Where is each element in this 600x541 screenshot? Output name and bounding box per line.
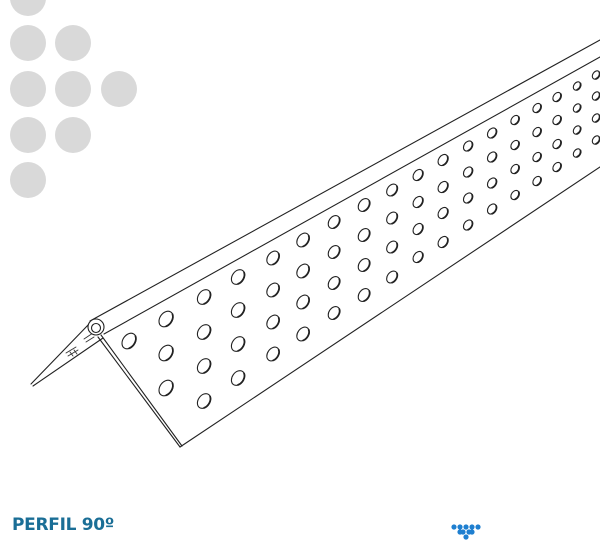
decorative-dot xyxy=(10,162,46,198)
perforation-hole xyxy=(591,70,600,80)
profile-ridge-top-line xyxy=(89,39,600,322)
profile-left-wing-upper-line xyxy=(30,322,91,385)
perforation-hole xyxy=(327,215,341,229)
perforation-hole xyxy=(266,314,280,330)
perforation-hole xyxy=(591,91,600,101)
perforation-hole xyxy=(296,326,310,342)
perforation-hole xyxy=(552,138,562,150)
decorative-dot xyxy=(55,117,91,153)
perforation-hole xyxy=(462,192,474,204)
perforation-hole xyxy=(196,289,212,305)
perforation-hole xyxy=(510,139,520,151)
perforation-hole xyxy=(532,102,542,114)
perforation-hole xyxy=(437,153,449,167)
perforation-hole xyxy=(158,344,174,362)
perforation-hole xyxy=(296,263,310,279)
decorative-dot xyxy=(10,25,46,61)
perforation-hole xyxy=(412,195,424,209)
decorative-dot-pattern xyxy=(10,0,137,198)
perforation-hole xyxy=(357,228,371,242)
perforation-hole xyxy=(196,358,212,374)
perforation-hole xyxy=(510,114,520,126)
perforation-hole xyxy=(532,175,542,187)
perforation-hole xyxy=(591,135,600,145)
perforation-hole xyxy=(532,151,542,163)
decorative-dot xyxy=(55,71,91,107)
profile-front-edge-line xyxy=(97,336,181,448)
perforation-hole xyxy=(357,288,371,302)
perforation-hole xyxy=(572,81,582,91)
perforation-hole xyxy=(196,393,212,409)
perforation-hole xyxy=(296,294,310,310)
perforation-hole xyxy=(486,177,498,189)
left-wing-markings xyxy=(65,332,95,357)
perforation-hole xyxy=(412,222,424,236)
profile-nose-ring xyxy=(87,318,105,336)
perforation-hole xyxy=(230,336,246,352)
perforation-hole xyxy=(386,211,399,225)
perforation-hole xyxy=(296,232,310,248)
perforation-hole xyxy=(532,126,542,138)
perforation-hole xyxy=(230,302,246,318)
perforation-hole xyxy=(158,310,174,328)
perforation-hole xyxy=(437,235,449,249)
perforation-hole xyxy=(462,166,474,178)
perforation-hole xyxy=(552,91,562,103)
perforation-hole xyxy=(552,161,562,173)
perforation-hole xyxy=(486,127,498,139)
perforation-hole xyxy=(196,324,212,340)
perforation-hole xyxy=(327,276,341,290)
perforation-hole xyxy=(327,245,341,259)
perforation-holes xyxy=(121,70,600,409)
decorative-dot xyxy=(10,71,46,107)
perforation-hole xyxy=(158,379,174,397)
perforation-hole xyxy=(121,332,137,350)
perforation-hole xyxy=(572,103,582,113)
perforation-hole xyxy=(572,125,582,135)
decorative-dot xyxy=(55,25,91,61)
decorative-dot xyxy=(101,71,137,107)
perforation-hole xyxy=(327,306,341,320)
perforation-hole xyxy=(510,189,520,201)
profile-bottom-edge-line xyxy=(179,166,600,448)
perforation-hole xyxy=(462,219,474,231)
product-title: PERFIL 90º xyxy=(12,515,115,535)
perforation-hole xyxy=(266,282,280,298)
perforation-hole xyxy=(357,198,371,212)
perforation-hole xyxy=(386,240,399,254)
perforation-hole xyxy=(266,250,280,266)
perforation-hole xyxy=(510,163,520,175)
brand-logo-icon xyxy=(451,524,481,540)
decorative-dot xyxy=(10,117,46,153)
perforation-hole xyxy=(386,183,399,197)
profile-ridge-second-line xyxy=(103,56,600,335)
perforation-hole xyxy=(462,140,474,152)
perforation-hole xyxy=(386,270,399,284)
perforation-hole xyxy=(230,269,246,285)
corner-bead-profile-illustration xyxy=(30,39,600,448)
perforation-hole xyxy=(486,203,498,215)
perforation-hole xyxy=(572,148,582,158)
perforation-hole xyxy=(591,113,600,123)
perforation-hole xyxy=(412,168,424,182)
perforation-hole xyxy=(412,250,424,264)
perforation-hole xyxy=(437,206,449,220)
profile-front-edge-inner-line xyxy=(100,334,183,447)
perforation-hole xyxy=(230,370,246,386)
perforation-hole xyxy=(552,114,562,126)
decorative-dot xyxy=(10,0,46,16)
perforation-hole xyxy=(266,346,280,362)
profile-left-wing-lower-line xyxy=(32,337,104,387)
perforation-hole xyxy=(437,180,449,194)
perforation-hole xyxy=(486,151,498,163)
perforation-hole xyxy=(357,258,371,272)
